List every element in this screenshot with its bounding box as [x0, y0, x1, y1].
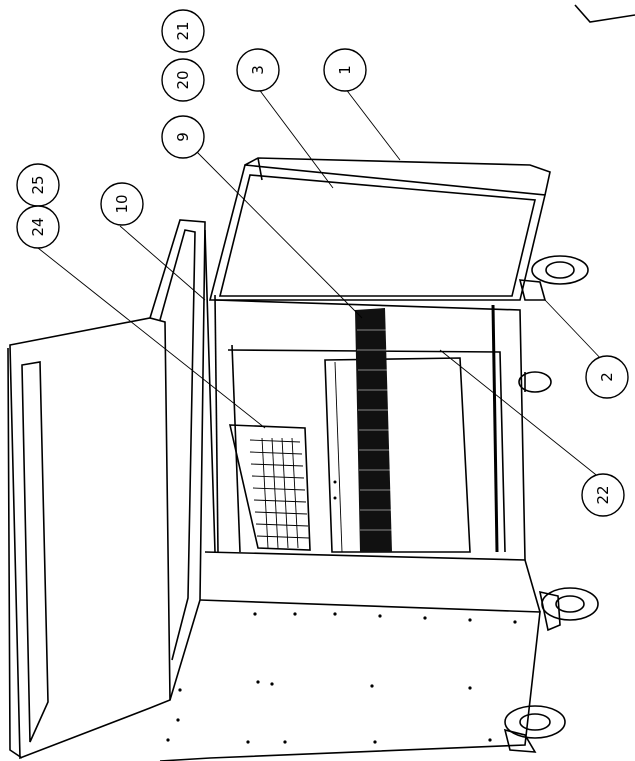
callout-10-label: 10: [113, 194, 131, 213]
callout-20: 20: [161, 58, 205, 102]
caster-wheel: [518, 255, 589, 301]
casters: [503, 255, 599, 753]
caster-wheel: [503, 705, 566, 753]
pan-stack: [355, 308, 392, 552]
adjacent-part-fragment: [574, 4, 635, 23]
callout-2: 2: [585, 355, 629, 399]
callout-10: 10: [100, 182, 144, 226]
callout-24-label: 24: [29, 217, 47, 236]
callout-20-label: 20: [174, 70, 192, 89]
callout-2-label: 2: [598, 372, 616, 382]
callout-3-label: 3: [249, 65, 267, 75]
callout-1-label: 1: [336, 65, 354, 75]
caster-wheel: [538, 587, 599, 632]
wire-rack: [228, 424, 311, 551]
leader-lines: [37, 87, 605, 479]
callout-9-label: 9: [174, 132, 192, 142]
callout-21-label: 21: [174, 21, 192, 40]
callout-22: 22: [581, 473, 625, 517]
door-panel: [208, 157, 551, 301]
callout-1: 1: [323, 48, 367, 92]
callout-22-label: 22: [594, 485, 612, 504]
callout-21: 21: [161, 9, 205, 53]
callout-9: 9: [161, 115, 205, 159]
caster-wheel: [518, 371, 552, 393]
panel-rivets: [166, 480, 517, 744]
callout-25: 25: [16, 163, 60, 207]
cabinet-body: [7, 219, 541, 761]
callout-24: 24: [16, 205, 60, 249]
callout-25-label: 25: [29, 175, 47, 194]
callout-3: 3: [236, 48, 280, 92]
